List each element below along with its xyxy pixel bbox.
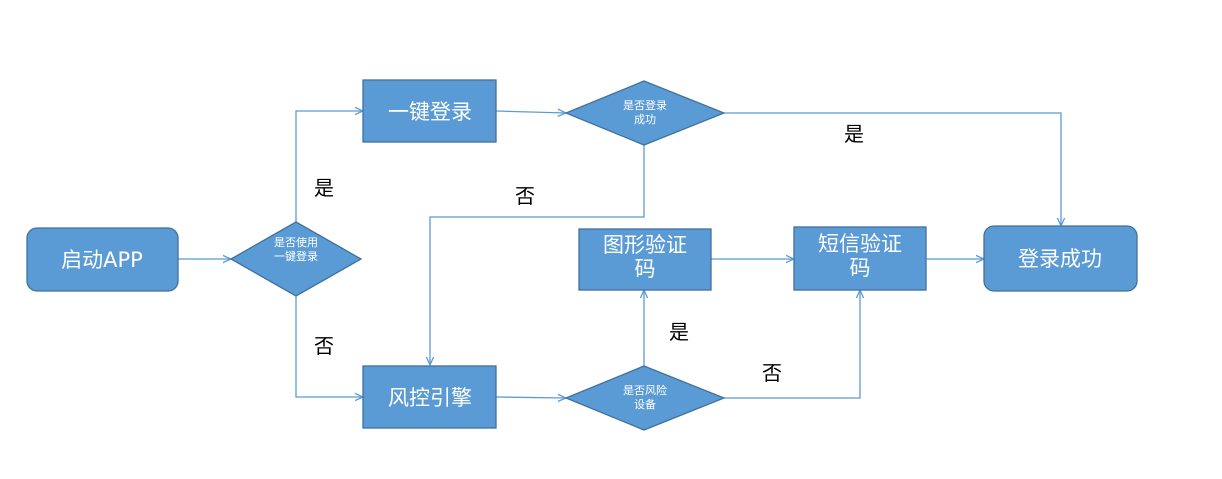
- edge-risk-engine-to-decision-risk-device: [495, 397, 566, 398]
- one-click-login-label: 一键登录: [388, 100, 472, 124]
- sms-code-label: 短信验证码: [818, 232, 902, 280]
- edge-decision-one-click-to-risk-engine: [295, 296, 363, 397]
- edge-label-login-success-yes: 是: [844, 122, 864, 146]
- decision-login-success-node: [564, 80, 726, 146]
- risk-engine-label: 风控引擎: [388, 386, 472, 410]
- edge-label-login-success-no: 否: [515, 184, 535, 208]
- edge-decision-one-click-to-one-click-login: [295, 111, 363, 222]
- node-texts: 启动APP 一键登录 风控引擎 登录成功 是否使用一键登录 是否登录成功 是否风…: [61, 98, 1102, 411]
- start-node-label: 启动APP: [61, 248, 143, 272]
- decision-one-click-label: 是否使用一键登录: [274, 236, 318, 263]
- nodes: [26, 79, 1138, 431]
- decision-risk-device-label: 是否风险设备: [623, 383, 667, 411]
- captcha-graphic-label: 图形验证码: [603, 233, 687, 281]
- risk-engine-node: [362, 365, 497, 429]
- edge-decision-login-success-to-login-success: [724, 112, 1061, 226]
- edge-one-click-login-to-decision-login-success: [495, 111, 566, 113]
- one-click-login-node: [362, 79, 497, 143]
- edge-label-risk-yes: 是: [669, 320, 689, 344]
- start-node: [26, 227, 179, 292]
- edges: [178, 111, 1061, 398]
- edge-labels: 是 否 是 否 是 否: [314, 122, 864, 385]
- edge-label-one-click-no: 否: [314, 334, 334, 358]
- edge-label-risk-no: 否: [762, 361, 782, 385]
- sms-code-node: [793, 226, 927, 291]
- decision-risk-device-node: [564, 365, 726, 431]
- login-success-node: [983, 225, 1138, 292]
- edge-decision-risk-device-to-sms-code: [724, 290, 860, 399]
- decision-login-success-label: 是否登录成功: [623, 98, 667, 126]
- edge-decision-login-success-to-risk-engine: [430, 145, 645, 365]
- captcha-graphic-node: [578, 228, 712, 291]
- decision-one-click-node: [229, 221, 363, 297]
- login-success-label: 登录成功: [1018, 247, 1102, 271]
- edge-label-one-click-yes: 是: [314, 176, 334, 200]
